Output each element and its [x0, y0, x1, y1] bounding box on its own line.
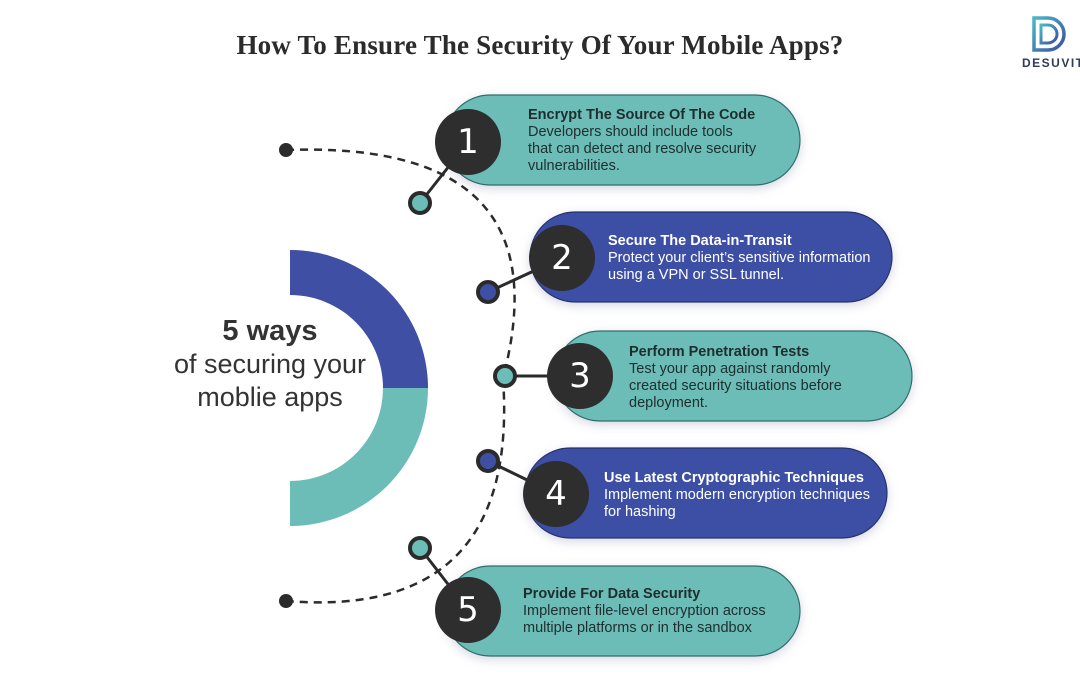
- step-5-badge: [435, 577, 501, 643]
- half-ring-blue: [290, 250, 428, 388]
- step-5-title: Provide For Data Security: [523, 586, 701, 602]
- step-5-text: Provide For Data Security Implement file…: [523, 586, 766, 637]
- step-1-node: [408, 191, 432, 215]
- step-3-number: 3: [569, 356, 591, 396]
- step-3-badge: [547, 343, 613, 409]
- step-4-badge: [523, 461, 589, 527]
- step-3-node: [493, 364, 517, 388]
- timeline-start-dot: [279, 143, 293, 157]
- step-5-number: 5: [457, 590, 479, 630]
- step-4-number: 4: [545, 474, 567, 514]
- step-2-number: 2: [551, 238, 573, 278]
- step-4-description: Implement modern encryption techniques f…: [604, 487, 870, 520]
- page-title: How To Ensure The Security Of Your Mobil…: [236, 30, 844, 60]
- step-4-title: Use Latest Cryptographic Techniques: [604, 470, 864, 486]
- step-1-badge: [435, 109, 501, 175]
- center-caption: 5 ways of securing your moblie apps: [140, 314, 400, 414]
- step-2-title: Secure The Data-in-Transit: [608, 233, 792, 249]
- step-2-node: [476, 280, 500, 304]
- step-3-text: Perform Penetration Tests Test your app …: [629, 344, 842, 412]
- step-3-title: Perform Penetration Tests: [629, 344, 810, 360]
- step-2-badge: [529, 225, 595, 291]
- step-4-node: [476, 449, 500, 473]
- center-line-2: moblie apps: [197, 382, 343, 412]
- brand-name: DESUVIT: [1022, 56, 1080, 70]
- step-2-text: Secure The Data-in-Transit Protect your …: [608, 233, 870, 284]
- step-3-description: Test your app against randomly created s…: [629, 361, 842, 411]
- brand-logo: DESUVIT: [1022, 14, 1080, 78]
- center-line-1: of securing your: [173, 349, 367, 379]
- center-headline: 5 ways: [222, 315, 318, 347]
- desuvit-logo-icon: [1032, 16, 1066, 52]
- step-1-description: Developers should include tools that can…: [528, 124, 757, 174]
- step-1-number: 1: [457, 122, 479, 162]
- step-2-description: Protect your client’s sensitive informat…: [608, 250, 871, 283]
- step-5-node: [408, 536, 432, 560]
- timeline-end-dot: [279, 594, 293, 608]
- step-4-text: Use Latest Cryptographic Techniques Impl…: [604, 470, 870, 521]
- step-5-description: Implement file-level encryption across m…: [523, 603, 766, 636]
- step-1-title: Encrypt The Source Of The Code: [528, 107, 756, 123]
- half-ring-teal: [290, 388, 428, 526]
- step-1-text: Encrypt The Source Of The Code Developer…: [528, 107, 756, 175]
